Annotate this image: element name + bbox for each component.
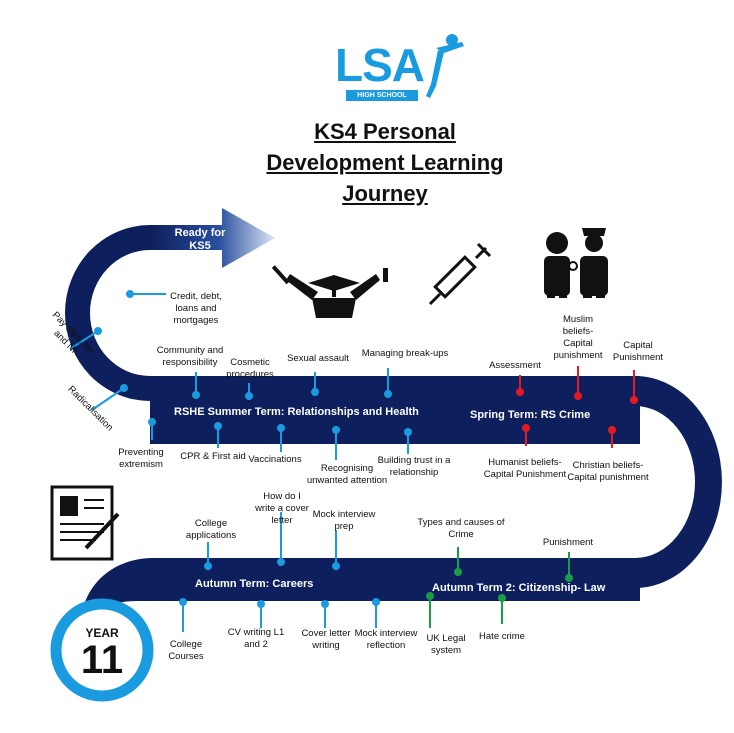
label-legal-system: UK Legal system — [426, 633, 466, 656]
label-cover-letter-writing: Cover letter writing — [301, 628, 351, 651]
label-assessment: Assessment — [489, 360, 541, 371]
label-cover-letter-how: How do I write a cover letter — [255, 491, 309, 526]
label-sexual: Sexual assault — [287, 353, 349, 364]
term-autumn-citizenship: Autumn Term 2: Citizenship- Law — [432, 582, 606, 594]
title-line-2: Development Learning — [266, 150, 504, 175]
label-mock-reflection: Mock interview reflection — [354, 628, 418, 651]
logo-subtitle: HIGH SCHOOL — [346, 90, 418, 101]
term-autumn-careers: Autumn Term: Careers — [195, 578, 314, 590]
syringe-icon — [428, 242, 492, 306]
label-extremism: Preventing extremism — [118, 447, 164, 470]
ks5-arrow — [150, 208, 275, 268]
term-spring: Spring Term: RS Crime — [470, 409, 591, 421]
label-community: Community and responsibility — [156, 345, 224, 368]
ready-line-2: KS5 — [189, 240, 211, 252]
label-punishment: Punishment — [542, 537, 594, 548]
road-left-bend — [65, 225, 150, 401]
label-hate-crime: Hate crime — [479, 631, 525, 642]
label-humanist: Humanist beliefs- Capital Punishment — [483, 457, 567, 480]
title-line-1: KS4 Personal — [314, 119, 456, 144]
runner-logo-icon — [426, 34, 464, 98]
prisoner-police-icon — [544, 228, 608, 298]
label-attention: Recognising unwanted attention — [306, 463, 388, 486]
label-crime-types: Types and causes of Crime — [417, 517, 505, 540]
road-rshe-band — [150, 392, 450, 444]
logo-name: LSA — [335, 39, 425, 91]
label-christian: Christian beliefs- Capital punishment — [567, 460, 649, 483]
year-number: 11 — [80, 638, 124, 682]
road-right-bend — [635, 376, 722, 588]
label-cosmetic: Cosmetic procedures — [226, 357, 274, 380]
road-autumn — [150, 558, 640, 601]
label-capital: Capital Punishment — [612, 340, 664, 363]
label-cv: CV writing L1 and 2 — [227, 627, 285, 650]
road-spring — [440, 376, 640, 444]
label-credit: Credit, debt, loans and mortgages — [170, 291, 222, 326]
graduate-icon — [271, 265, 388, 318]
label-college-courses: College Courses — [168, 639, 204, 662]
ready-line-1: Ready for — [174, 227, 226, 239]
title-line-3: Journey — [342, 181, 428, 206]
term-rshe: RSHE Summer Term: Relationships and Heal… — [174, 406, 419, 418]
year-label: YEAR — [85, 626, 119, 640]
label-trust: Building trust in a relationship — [377, 455, 451, 478]
blue-markers — [69, 290, 412, 632]
label-breakups: Managing break-ups — [361, 348, 449, 359]
year-badge — [50, 598, 154, 702]
red-markers — [516, 366, 638, 448]
road-lower-bend — [82, 558, 150, 612]
green-markers — [426, 547, 573, 628]
page-title: KS4 Personal Development Learning Journe… — [240, 116, 530, 209]
label-vaccinations: Vaccinations — [248, 454, 302, 465]
label-college-applications: College applications — [185, 518, 237, 541]
label-muslim: Muslim beliefs- Capital punishment — [553, 314, 603, 361]
label-mock-prep: Mock interview prep — [312, 509, 376, 532]
ready-ks5-label: Ready for KS5 — [168, 227, 232, 253]
label-cpr: CPR & First aid — [180, 451, 246, 462]
document-icon — [50, 485, 120, 561]
